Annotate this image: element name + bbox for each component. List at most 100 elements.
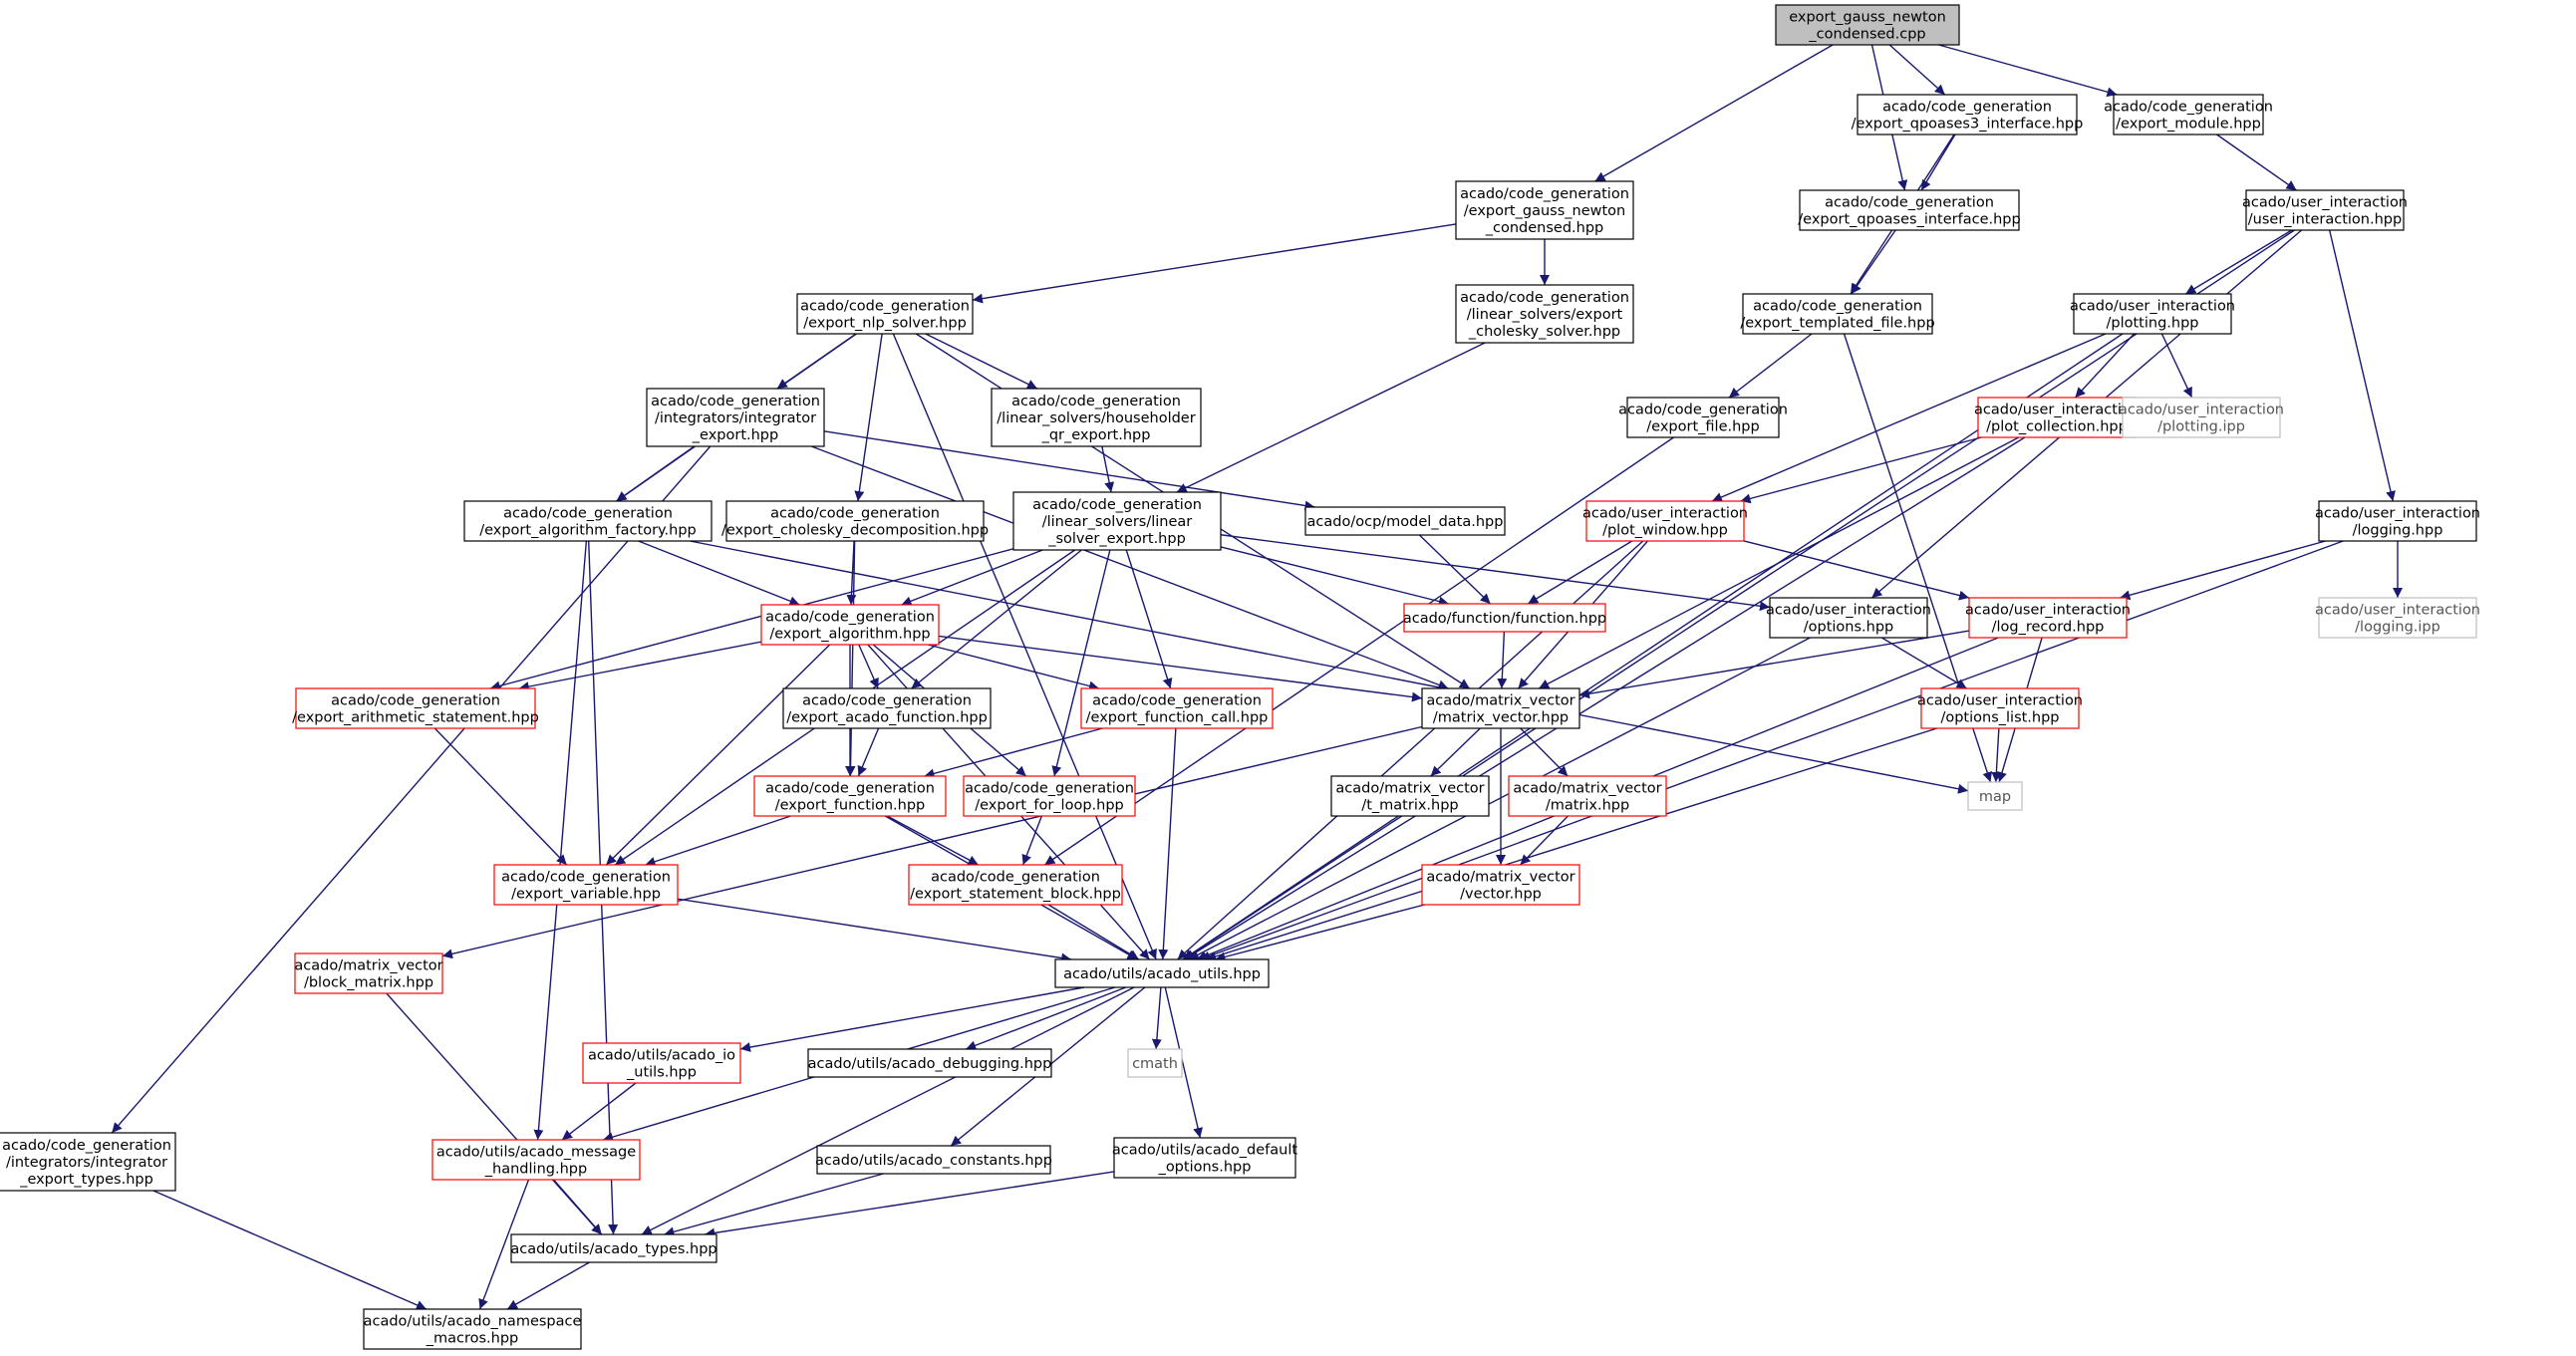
node-default_options[interactable]: acado/utils/acado_default_options.hpp [1112, 1137, 1297, 1179]
edge-integrator_types-to-namespace_macros [152, 1190, 428, 1310]
node-block_matrix[interactable]: acado/matrix_vector/block_matrix.hpp [294, 952, 443, 994]
node-box [510, 1233, 717, 1263]
node-integrator_export[interactable]: acado/code_generation/integrators/integr… [646, 388, 825, 447]
node-plot_collection[interactable]: acado/user_interaction/plot_collection.h… [1974, 397, 2140, 438]
node-for_loop[interactable]: acado/code_generation/export_for_loop.hp… [963, 775, 1136, 817]
node-alg_factory[interactable]: acado/code_generation/export_algorithm_f… [463, 500, 713, 542]
node-box [991, 388, 1202, 447]
edge-export_algorithm-to-arith [518, 641, 762, 692]
node-acado_io[interactable]: acado/utils/acado_io_utils.hpp [582, 1042, 741, 1084]
node-templated_file[interactable]: acado/code_generation/export_templated_f… [1740, 293, 1935, 335]
node-label: /export_templated_file.hpp [1740, 316, 1934, 332]
node-message_handling[interactable]: acado/utils/acado_message_handling.hpp [431, 1139, 641, 1181]
node-box [1775, 4, 1960, 46]
edge-plot_collection-to-plot_window [1740, 436, 1982, 504]
node-statement_block[interactable]: acado/code_generation/export_statement_b… [908, 864, 1123, 906]
node-label: _handling.hpp [484, 1162, 587, 1178]
node-function_call[interactable]: acado/code_generation/export_function_ca… [1080, 687, 1274, 729]
node-householder[interactable]: acado/code_generation/linear_solvers/hou… [991, 388, 1202, 447]
node-label: export_gauss_newton [1789, 10, 1946, 26]
node-export_function[interactable]: acado/code_generation/export_function.hp… [753, 775, 947, 817]
node-cholesky_decomp[interactable]: acado/code_generation/export_cholesky_de… [721, 500, 989, 542]
node-acado_constants[interactable]: acado/utils/acado_constants.hpp [815, 1145, 1052, 1175]
edge-cholesky_decomp-to-export_algorithm [846, 540, 857, 606]
node-user_interaction[interactable]: acado/user_interaction/user_interaction.… [2242, 189, 2408, 231]
node-box [1585, 500, 1745, 542]
node-label: /export_for_loop.hpp [975, 798, 1123, 814]
node-label: acado/user_interaction [2315, 603, 2480, 619]
node-integrator_types[interactable]: acado/code_generation/integrators/integr… [0, 1132, 176, 1192]
edge-root-to-export_module [1938, 44, 2118, 98]
node-acado_types[interactable]: acado/utils/acado_types.hpp [510, 1233, 717, 1263]
node-box [582, 1042, 741, 1084]
edge-cholesky_solver-to-linear_solver [1176, 342, 1486, 493]
node-label: /export_qpoases3_interface.hpp [1852, 117, 2084, 133]
node-label: /export_nlp_solver.hpp [803, 316, 967, 332]
node-label: acado/code_generation [770, 506, 940, 522]
node-label: acado/user_interaction [2315, 506, 2480, 522]
edge-acado_utils-to-cmath [1151, 986, 1162, 1050]
node-label: /log_record.hpp [1992, 620, 2105, 636]
node-box [1012, 491, 1222, 551]
edge-qpoases-to-templated_file [1851, 229, 1896, 295]
node-map[interactable]: map [1967, 781, 2023, 811]
node-acado_function[interactable]: acado/code_generation/export_acado_funct… [782, 687, 992, 729]
node-label: /export_function_call.hpp [1086, 710, 1269, 726]
edge-export_algorithm-to-acado_function [858, 644, 879, 689]
node-logging[interactable]: acado/user_interaction/logging.hpp [2315, 500, 2480, 542]
node-model_data[interactable]: acado/ocp/model_data.hpp [1304, 506, 1506, 536]
node-box [1080, 687, 1274, 729]
node-label: cmath [1132, 1056, 1178, 1072]
node-box [908, 864, 1123, 906]
edge-linear_solver-to-function [1220, 546, 1450, 607]
node-box [294, 952, 443, 994]
node-function[interactable]: acado/function/function.hpp [1403, 603, 1606, 633]
node-qpoases3[interactable]: acado/code_generation/export_qpoases3_in… [1852, 94, 2084, 136]
node-plotting_ipp[interactable]: acado/user_interaction/plotting.ipp [2119, 397, 2284, 438]
node-arith[interactable]: acado/code_generation/export_arithmetic_… [292, 687, 539, 729]
node-options_list[interactable]: acado/user_interaction/options_list.hpp [1917, 687, 2083, 729]
node-label: /integrators/integrator [655, 410, 816, 426]
node-label: acado/code_generation [802, 693, 972, 709]
node-plot_window[interactable]: acado/user_interaction/plot_window.hpp [1582, 500, 1748, 542]
node-cholesky_solver[interactable]: acado/code_generation/linear_solvers/exp… [1455, 284, 1634, 344]
node-label: /export_qpoases_interface.hpp [1798, 212, 2020, 228]
node-log_record[interactable]: acado/user_interaction/log_record.hpp [1965, 597, 2131, 639]
node-export_module[interactable]: acado/code_generation/export_module.hpp [2104, 94, 2273, 136]
node-t_matrix[interactable]: acado/matrix_vector/t_matrix.hpp [1330, 775, 1490, 817]
node-box [463, 500, 713, 542]
node-label: acado/utils/acado_constants.hpp [815, 1153, 1052, 1169]
node-matrix[interactable]: acado/matrix_vector/matrix.hpp [1508, 775, 1667, 817]
node-label: /linear_solvers/export [1467, 307, 1623, 323]
edge-message_handling-to-acado_types [553, 1179, 603, 1235]
node-export_variable[interactable]: acado/code_generation/export_variable.hp… [493, 864, 679, 906]
node-box [1113, 1137, 1296, 1179]
node-cmath[interactable]: cmath [1127, 1048, 1183, 1078]
node-acado_debugging[interactable]: acado/utils/acado_debugging.hpp [807, 1048, 1052, 1078]
node-label: _export_types.hpp [19, 1172, 153, 1188]
node-acado_utils[interactable]: acado/utils/acado_utils.hpp [1054, 958, 1270, 988]
node-namespace_macros[interactable]: acado/utils/acado_namespace_macros.hpp [363, 1308, 582, 1350]
node-egnc_hpp[interactable]: acado/code_generation/export_gauss_newto… [1455, 180, 1634, 240]
node-root[interactable]: export_gauss_newton_condensed.cpp [1775, 4, 1960, 46]
node-vector[interactable]: acado/matrix_vector/vector.hpp [1421, 864, 1580, 906]
node-options[interactable]: acado/user_interaction/options.hpp [1766, 597, 1931, 639]
node-logging_ipp[interactable]: acado/user_interaction/logging.ipp [2315, 597, 2480, 639]
node-matrix_vector[interactable]: acado/matrix_vector/matrix_vector.hpp [1421, 687, 1580, 729]
node-qpoases[interactable]: acado/code_generation/export_qpoases_int… [1798, 189, 2021, 231]
node-export_algorithm[interactable]: acado/code_generation/export_algorithm.h… [760, 604, 940, 646]
edge-message_handling-to-namespace_macros [478, 1179, 530, 1310]
node-label: acado/code_generation [1032, 497, 1202, 513]
edge-alg_factory-to-message_handling [533, 540, 588, 1141]
node-label: /export_module.hpp [2116, 117, 2261, 133]
node-label: acado/function/function.hpp [1403, 611, 1606, 627]
edge-acado_constants-to-acado_types [664, 1173, 884, 1237]
node-linear_solver[interactable]: acado/code_generation/linear_solvers/lin… [1012, 491, 1222, 551]
node-label: /export_algorithm_factory.hpp [479, 523, 697, 539]
node-nlp_solver[interactable]: acado/code_generation/export_nlp_solver.… [796, 293, 974, 335]
node-label: acado/code_generation [1460, 290, 1629, 306]
node-label: /export_arithmetic_statement.hpp [292, 710, 539, 726]
node-export_file[interactable]: acado/code_generation/export_file.hpp [1618, 397, 1788, 438]
node-plotting[interactable]: acado/user_interaction/plotting.hpp [2070, 293, 2235, 335]
edge-qpoases3-to-qpoases [1920, 134, 1956, 191]
